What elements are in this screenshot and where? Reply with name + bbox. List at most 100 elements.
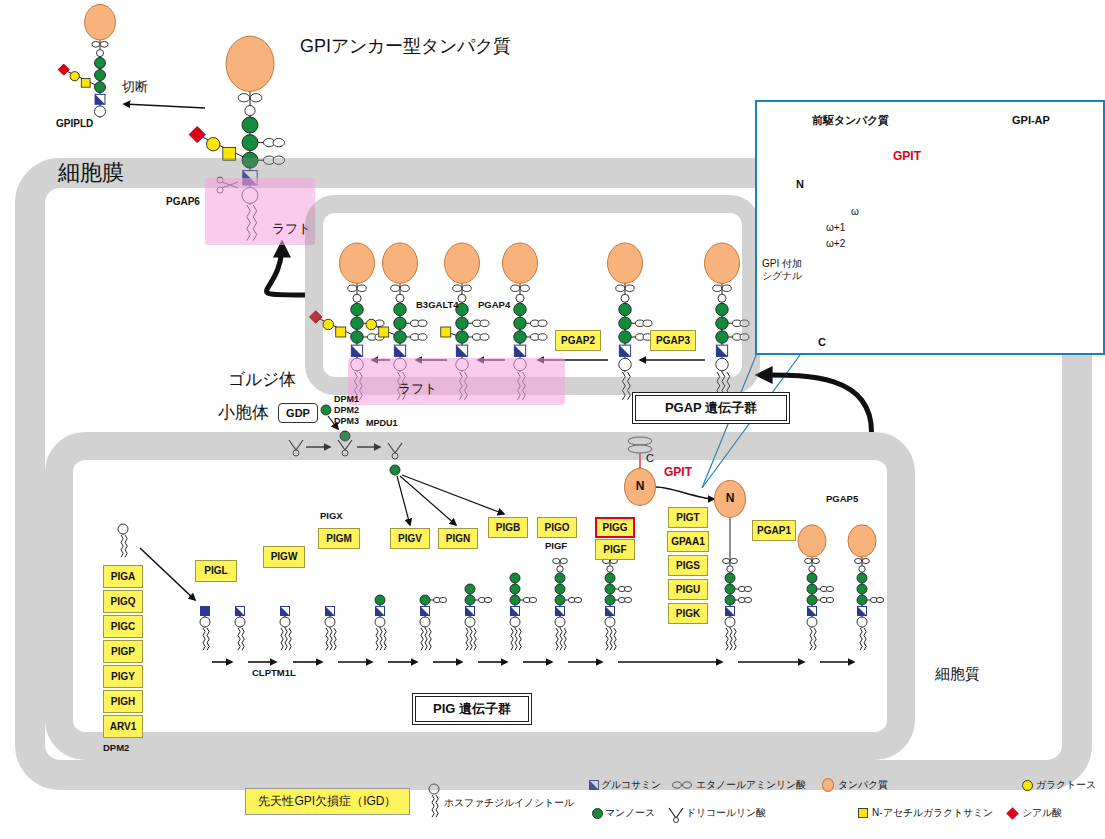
gpi-anchor	[280, 607, 291, 651]
sugar	[555, 584, 565, 594]
sugar	[605, 584, 615, 594]
ethanolamine	[855, 558, 862, 563]
lipid-tail	[474, 628, 476, 650]
arrow	[124, 104, 205, 108]
sugar	[510, 617, 520, 627]
gpi-anchor	[603, 558, 632, 650]
sugar	[555, 617, 565, 627]
sugar	[351, 317, 364, 330]
sugar	[674, 818, 679, 823]
ethanolamine	[722, 285, 731, 292]
enzyme-box: PIGU	[668, 579, 708, 600]
sugar	[200, 617, 210, 627]
enzyme-box: PIGY	[103, 665, 143, 688]
enzyme-box: PGAP2	[555, 330, 601, 351]
enzyme-box: PIGS	[668, 555, 708, 576]
sugar	[95, 82, 106, 93]
sugar	[280, 617, 290, 627]
label: PGAP4	[478, 300, 510, 311]
lipid-tail	[556, 628, 558, 650]
label: PGAP6	[166, 196, 200, 208]
protein	[798, 525, 826, 557]
sugar	[321, 405, 331, 415]
legend-text: ガラクトース	[1036, 778, 1096, 792]
ethanolamine	[730, 558, 737, 563]
label: PGAP5	[826, 494, 858, 505]
sugar	[807, 595, 817, 605]
ethanolamine	[625, 285, 634, 292]
glucosamine	[326, 607, 335, 616]
node-text: PIGG	[602, 522, 627, 534]
ethanolamine	[238, 94, 250, 102]
lipid-tail	[421, 628, 423, 650]
galnac	[81, 78, 90, 87]
protein	[608, 243, 643, 283]
enzyme-box: PIGO	[537, 517, 577, 538]
glucosamine	[514, 345, 525, 356]
ethanolamine	[100, 41, 108, 47]
node-text: 先天性GPI欠損症（IGD）	[258, 795, 396, 809]
glucosamine	[95, 94, 105, 104]
protein: N	[624, 468, 656, 506]
sugar	[510, 595, 520, 605]
protein	[503, 243, 538, 283]
node-text: GDP	[286, 407, 310, 420]
enzyme-box: PIGC	[103, 615, 143, 638]
sugar	[366, 319, 377, 330]
connector	[656, 487, 714, 499]
glucosamine	[326, 607, 335, 616]
enzyme-box: PGAP1	[752, 520, 796, 541]
sialic-acid	[58, 64, 69, 75]
ethanolamine	[462, 285, 471, 292]
lipid-tail	[425, 628, 427, 650]
sugar	[465, 584, 475, 594]
sugar	[619, 331, 632, 344]
lipid-tail	[376, 628, 378, 650]
node-text: PGAP1	[757, 525, 791, 537]
ethanolamine	[357, 285, 366, 292]
enzyme-box: PIGQ	[103, 590, 143, 613]
sugar	[725, 595, 735, 605]
sugar	[96, 50, 103, 57]
lipid-tail	[860, 628, 862, 650]
lipid-tail	[326, 628, 328, 650]
node-text: N	[636, 480, 645, 494]
legend-text: マンノース	[605, 806, 655, 820]
enzyme-box: ARV1	[103, 715, 143, 738]
glucosamine	[716, 345, 727, 356]
arrow	[523, 661, 552, 663]
lipid-tail	[281, 628, 283, 650]
ethanolamine	[418, 320, 427, 327]
lipid-tail	[242, 628, 244, 650]
gpi-anchor	[510, 573, 537, 650]
lipid-tail	[734, 628, 736, 650]
sugar	[807, 584, 817, 594]
gpi-anchor	[420, 595, 447, 650]
ethanolamine	[250, 94, 262, 102]
arrow	[400, 476, 456, 525]
glucosamine	[394, 345, 405, 356]
ethanolamine	[826, 586, 833, 591]
lipid-tail	[330, 628, 332, 650]
sugar	[242, 117, 258, 133]
protein	[340, 243, 375, 283]
ethanolamine	[529, 597, 536, 602]
label: DPM1	[334, 394, 359, 404]
enzyme-box: PIGP	[103, 640, 143, 663]
sugar	[394, 317, 407, 330]
glucosamine	[619, 345, 630, 356]
enzyme-box: PGAP3	[650, 330, 696, 351]
gene-group-box: PIG 遺伝子群	[412, 693, 532, 725]
sugar	[95, 70, 106, 81]
legend-swatch	[1022, 780, 1033, 791]
sugar	[857, 584, 867, 594]
node-text: PIGS	[676, 560, 700, 572]
sugar	[456, 331, 469, 344]
node-text: PIGF	[603, 544, 626, 556]
gpi-anchor	[118, 524, 128, 557]
ethanolamine	[439, 597, 446, 602]
node-text: PIGH	[111, 696, 135, 708]
gdp-box: GDP	[278, 403, 318, 423]
node-text: PIGV	[398, 533, 422, 545]
glucosamine	[858, 607, 867, 616]
